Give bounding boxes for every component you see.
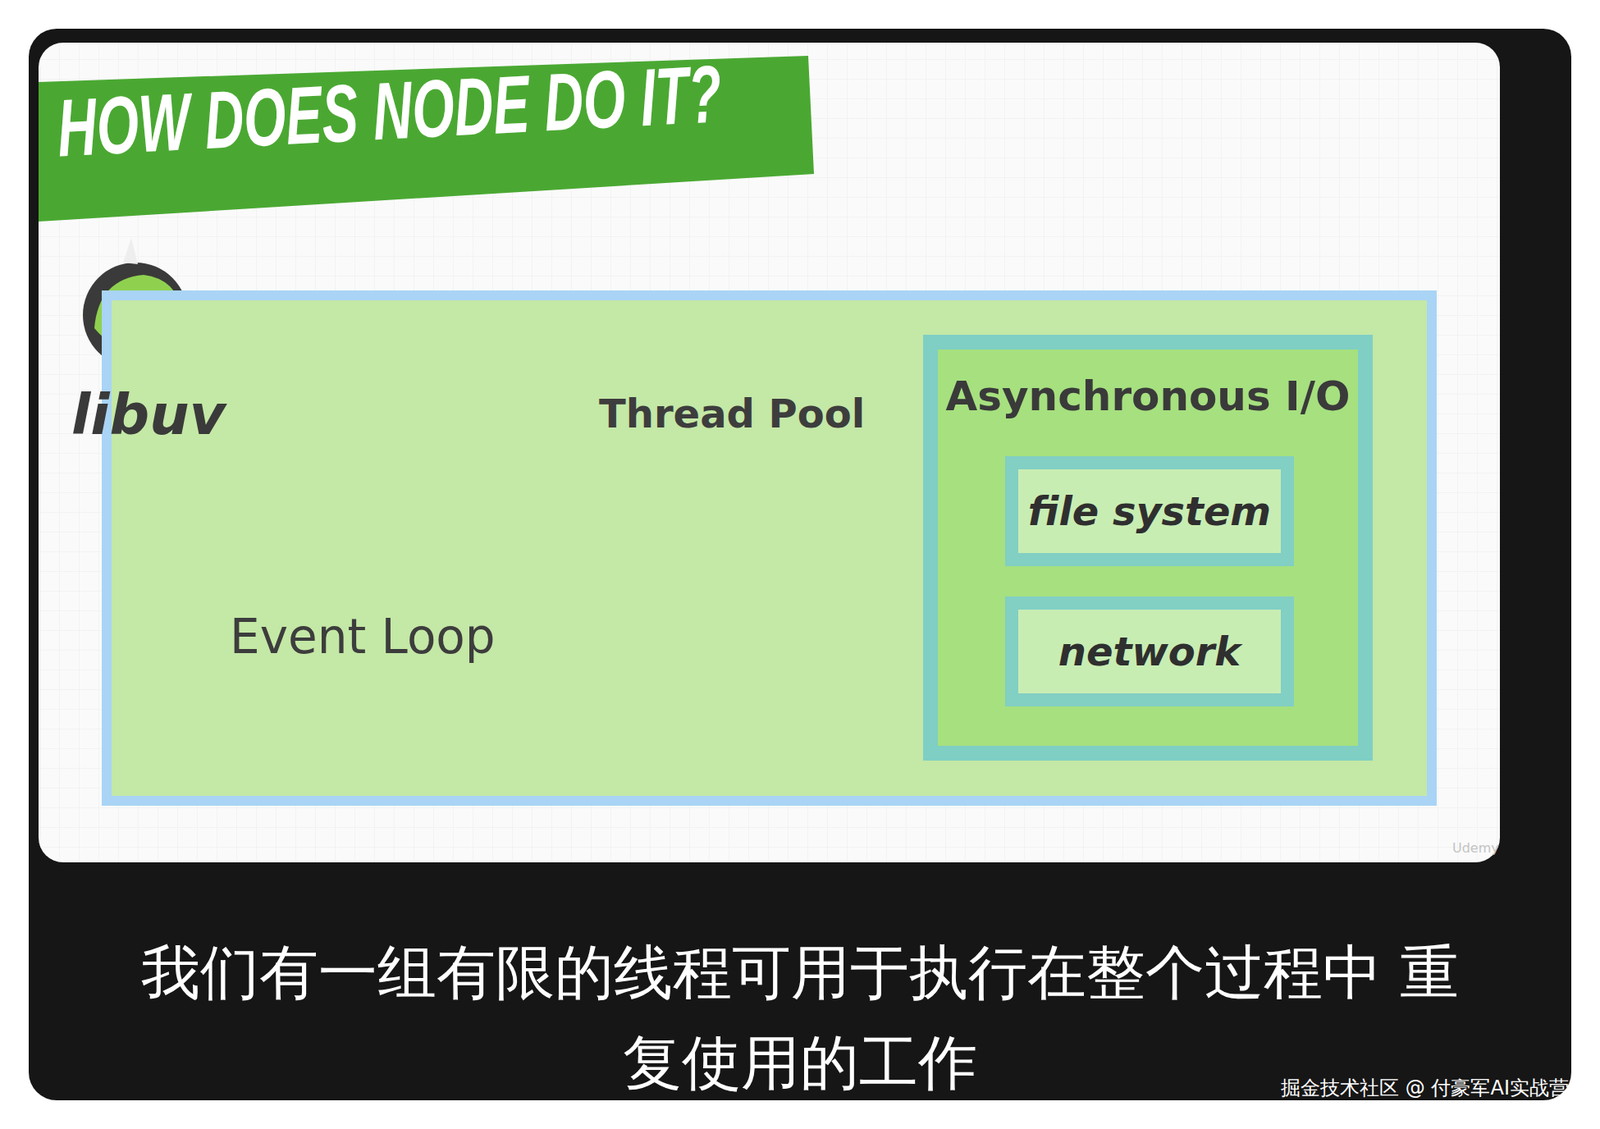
async-io-box: file system network Asynchronous I/O: [923, 334, 1373, 761]
libuv-box: file systemnetworkAsynchronous I/Olibuv: [101, 290, 1437, 806]
slide-title: HOW DOES NODE DO IT?: [54, 46, 724, 175]
thread-pool-label: Thread Pool: [598, 390, 865, 437]
udemy-watermark: Udemy: [1452, 840, 1500, 856]
libuv-label: libuv: [71, 382, 226, 448]
async-heading: Asynchronous I/O: [937, 372, 1358, 421]
slide: [38, 42, 1500, 863]
network-box: network: [1005, 596, 1294, 707]
event-loop-label: Event Loop: [229, 608, 496, 665]
subtitle-caption: 我们有一组有限的线程可用于执行在整个过程中 重复使用的工作: [123, 927, 1477, 1108]
box-label: file system: [1028, 489, 1271, 535]
box-label: network: [1058, 628, 1242, 675]
slide-grid: [38, 42, 1500, 863]
file-system-box: file system: [1005, 456, 1294, 567]
site-watermark: 掘金技术社区 @ 付豪军AI实战营: [1280, 1074, 1569, 1102]
